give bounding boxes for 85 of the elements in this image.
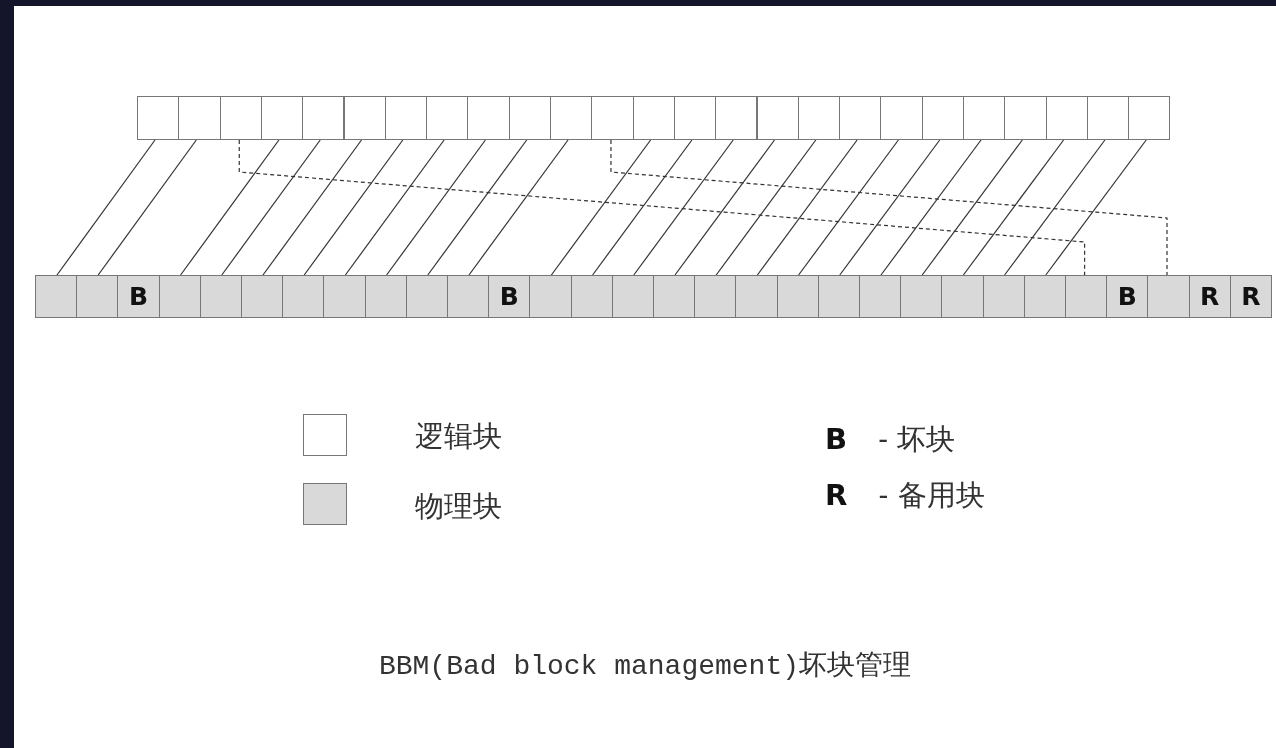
logical-block-cell [963,96,1006,140]
physical-block-cell [447,275,490,318]
physical-block-cell [653,275,696,318]
physical-block-cell: B [1106,275,1149,318]
mapping-line [1045,139,1147,276]
mapping-line [839,139,941,276]
physical-block-cell [817,275,860,318]
physical-block-cell [76,275,119,318]
physical-block-cell [694,275,737,318]
logical-block-cell [137,96,180,140]
mapping-line [262,139,363,276]
logical-block-cell [178,96,221,140]
physical-block-cell [735,275,778,318]
logical-block-cell [715,96,758,140]
mapping-line [715,139,817,276]
logical-block-cell [260,96,304,140]
physical-block-cell [900,275,943,318]
mapping-line [798,139,899,276]
mapping-line [468,139,569,276]
logical-block-cell [426,96,469,140]
mapping-line [427,139,528,276]
physical-block-cell [323,275,366,318]
mapping-line [674,139,776,276]
logical-block-cell [921,96,964,140]
abbreviation-note: R - 备用块 [825,477,985,514]
physical-block-cell [982,275,1025,318]
logical-block-cell [797,96,841,140]
physical-block-cell [776,275,819,318]
mapping-line [921,139,1023,276]
remap-line [610,139,1168,276]
mapping-line [592,139,693,276]
logical-block-cell [467,96,510,140]
mapping-line [303,139,404,276]
physical-block-cell [859,275,902,318]
physical-block-cell [199,275,242,318]
mapping-line [180,139,280,276]
logical-block-cell [1004,96,1047,140]
physical-block-cell: R [1229,275,1272,318]
logical-block-cell [1045,96,1088,140]
logical-block-cell [673,96,717,140]
mapping-line [550,139,652,276]
physical-block-cell [241,275,284,318]
mapping-line [1004,139,1106,276]
logical-block-cell [219,96,262,140]
caption: BBM(Bad block management)坏块管理 [378,651,912,682]
physical-block-cell [1023,275,1066,318]
logical-block-cell [550,96,593,140]
physical-block-cell [35,275,78,318]
physical-block-cell [405,275,448,318]
legend-label: 逻辑块 [415,418,502,455]
logical-block-cell [839,96,882,140]
mapping-line [56,139,156,276]
logical-block-cell [880,96,923,140]
physical-block-cell [611,275,654,318]
logical-block-cell [302,96,345,140]
physical-block-cell [364,275,407,318]
logical-block-cell [756,96,799,140]
legend-label: 物理块 [415,488,502,525]
mapping-line [880,139,982,276]
mapping-line [386,139,486,276]
mapping-line [221,139,321,276]
mapping-line [633,139,734,276]
remap-line [238,139,1086,276]
physical-block-cell: B [488,275,531,318]
physical-block-cell [282,275,325,318]
mapping-line [97,139,197,276]
mapping-line [756,139,858,276]
physical-block-cell: B [117,275,160,318]
logical-block-cell [384,96,428,140]
logical-block-cell [591,96,634,140]
mapping-line [344,139,445,276]
logical-block-cell [343,96,386,140]
physical-block-cell [570,275,613,318]
logical-block-cell [1086,96,1130,140]
physical-block-cell [158,275,201,318]
physical-block-cell [1065,275,1108,318]
mapping-line [962,139,1065,276]
physical-block-cell [529,275,572,318]
logical-block-cell [1128,96,1171,140]
physical-block-cell [1147,275,1190,318]
logical-block-cell [508,96,551,140]
physical-block-cell [941,275,984,318]
physical-block-cell: R [1188,275,1231,318]
abbreviation-note: B - 坏块 [825,421,956,458]
logical-block-cell [632,96,675,140]
